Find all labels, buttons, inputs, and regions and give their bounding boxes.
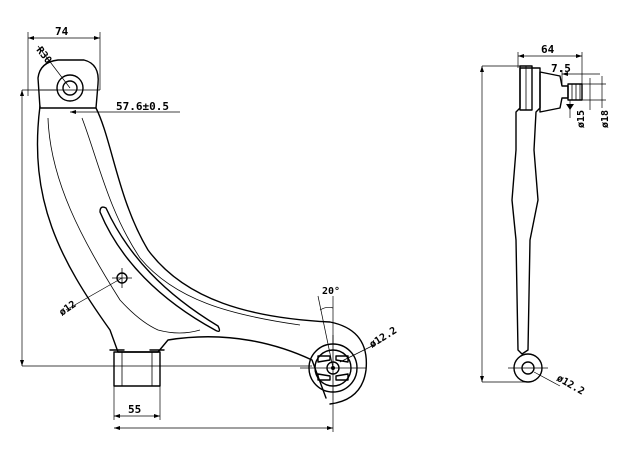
side-stud (539, 71, 583, 113)
dim-vertical-left (20, 89, 312, 367)
side-profile (511, 65, 541, 355)
dim-74: 74 (27, 25, 101, 96)
label-57-6: 57.6±0.5 (116, 100, 169, 113)
label-7-5: 7.5 (551, 62, 571, 75)
label-74: 74 (55, 25, 69, 38)
dim-55: 55 (113, 386, 161, 420)
lower-bushing (109, 349, 165, 387)
dim-vertical-right (480, 65, 528, 383)
front-view: 74 R30 57.6±0.5 ø12 20° (20, 25, 399, 432)
label-ball-hole: ø12.2 (368, 325, 399, 350)
dim-hole-12: ø12 (57, 277, 123, 318)
dim-57-6: 57.6±0.5 (70, 100, 180, 114)
label-55: 55 (128, 403, 141, 416)
label-15: ø15 (576, 110, 587, 128)
arm-body (36, 105, 368, 405)
dim-bottom-12-2: ø12.2 (533, 371, 586, 398)
dim-64: 64 (517, 43, 583, 84)
dim-15-18: ø15 ø18 (566, 76, 611, 128)
label-r30: R30 (34, 45, 54, 66)
label-18: ø18 (600, 110, 611, 128)
label-hole-12: ø12 (57, 299, 78, 318)
label-64: 64 (541, 43, 555, 56)
top-eye (37, 59, 100, 109)
label-angle-20: 20° (322, 286, 340, 297)
dim-7-5: 7.5 (551, 62, 600, 86)
dim-overall-bottom (114, 400, 334, 432)
side-view: 64 7.5 ø15 ø18 ø12.2 (480, 43, 611, 398)
dim-ball-hole-12-2: ø12.2 (339, 325, 399, 363)
side-bottom-eye (508, 353, 548, 383)
dim-r30: R30 (34, 45, 71, 89)
dim-angle-20: 20° (317, 286, 340, 369)
